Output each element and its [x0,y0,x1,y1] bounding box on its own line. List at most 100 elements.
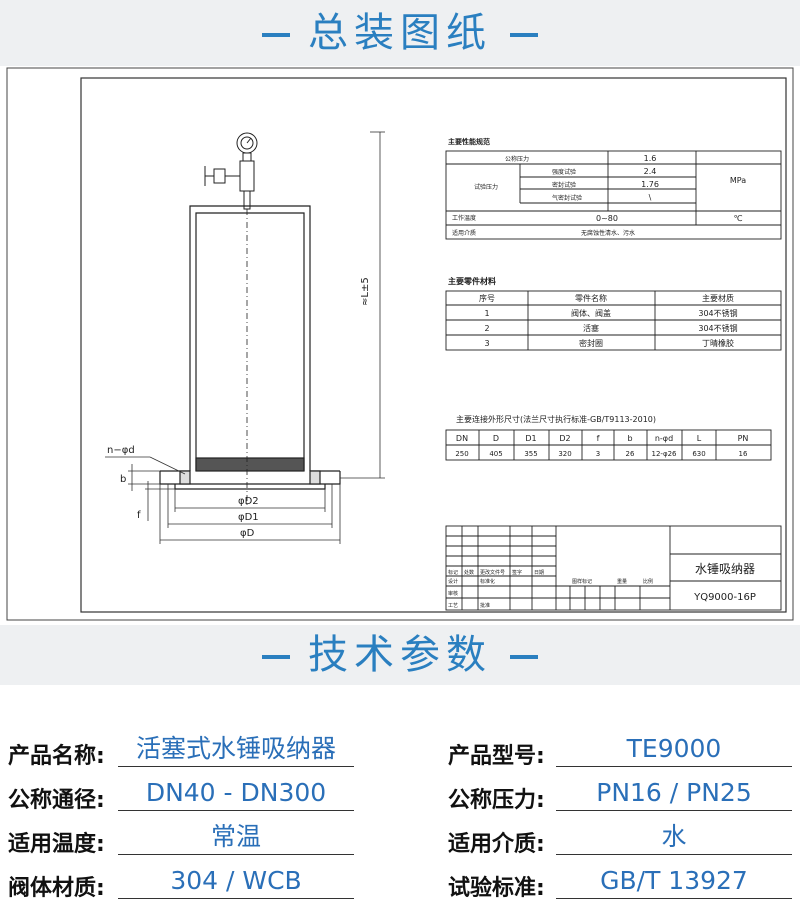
pressure-gauge-assembly [204,132,258,210]
dim-d-label: φD [240,528,255,539]
tb-cell-4: 日期 [534,570,544,576]
tb-cell-10: 图样标记 [572,578,592,585]
dim-header-1: D [493,434,499,443]
gauge-needle [246,137,252,144]
tb-cell-9: 批准 [480,602,490,609]
section-title-drawing: 总装图纸 [0,13,800,53]
dim-table-title: 主要连接外形尺寸(法兰尺寸执行标准-GB/T9113-2010) [456,414,656,424]
title-dash-right [510,655,538,659]
tb-cell-2: 更改文件号 [480,569,505,576]
valve-body [239,160,255,192]
title-dash-left [262,655,290,659]
dim-nd-label: n−φd [107,445,135,456]
param-row: 公称通径: DN40 - DN300 公称压力: PN16 / PN25 [0,774,800,818]
parts-cell-0-1: 阀体、阀盖 [571,308,611,318]
tb-cell-8: 工艺 [448,603,458,609]
param-row: 产品名称: 活塞式水锤吸纳器 产品型号: TE9000 [0,730,800,774]
spec-temp-value: 0~80 [596,214,618,223]
spec-table-border [445,150,782,240]
dimension-lines [105,131,385,544]
spec-table-title: 主要性能规范 [448,137,490,146]
tb-cell-3: 签字 [512,569,522,576]
parts-table-border [445,290,782,351]
dim-value-2: 355 [524,450,537,458]
spec-medium-value: 无腐蚀性清水、污水 [581,229,635,237]
spec-table: 主要性能规范 公称压力 1.6 强度试验 2.4 密封试验 1.76 气密封试验… [445,137,782,240]
param-label-body-material: 阀体材质: [8,876,105,901]
dim-header-8: PN [738,434,749,443]
vessel-outer-wall [189,205,311,471]
title-dash-right [510,33,538,37]
dim-l-label: ≈L±5 [360,277,371,306]
dim-header-3: D2 [559,434,570,443]
param-value-model: TE9000 [556,732,792,767]
tb-cell-12: 比例 [643,578,653,585]
inner-frame [80,77,787,613]
parts-header-0: 序号 [479,293,495,303]
dim-value-7: 630 [692,450,705,458]
param-value-nominal-diameter: DN40 - DN300 [118,776,354,811]
parts-header-2: 主要材质 [702,293,734,303]
parts-cell-0-2: 304不锈钢 [698,308,737,318]
assembly-drawing: ≈L±5 n−φd b f φD2 φD1 φD 主要性能规范 公称压力 1.6 [0,66,800,622]
param-value-body-material: 304 / WCB [118,864,354,899]
bolt-hole-right [309,470,321,485]
param-label-temperature: 适用温度: [8,832,105,857]
param-label-test-standard: 试验标准: [448,876,545,901]
dim-d2-label: φD2 [238,496,259,507]
dim-b-label: b [120,474,126,485]
parts-cell-1-2: 304不锈钢 [698,323,737,333]
spec-label-0: 公称压力 [505,155,529,163]
dim-value-3: 320 [558,450,571,458]
spec-label-3: 气密封试验 [552,194,582,202]
param-row: 阀体材质: 304 / WCB 试验标准: GB/T 13927 [0,862,800,906]
param-label-product-name: 产品名称: [8,744,105,769]
spec-value-2: 1.76 [641,180,659,189]
param-label-medium: 适用介质: [448,832,545,857]
tb-cell-6: 标准化 [480,578,495,585]
section-title-params-text: 技术参数 [308,632,492,678]
bolt-hole-left [179,470,191,485]
parts-cell-2-2: 丁晴橡胶 [702,338,734,348]
param-label-nominal-diameter: 公称通径: [8,788,105,813]
title-block-code: YQ9000-16P [693,592,756,603]
parts-cell-1-1: 活塞 [583,323,599,333]
param-value-temperature: 常温 [118,820,354,855]
param-value-test-standard: GB/T 13927 [556,864,792,899]
outer-frame [6,67,794,621]
spec-medium-label: 适用介质 [452,229,476,237]
title-block-border [445,525,782,611]
vessel-inner-wall [195,212,305,471]
spec-side-label: 试验压力 [474,183,498,191]
param-label-nominal-pressure: 公称压力: [448,788,545,813]
spec-temp-unit: ℃ [734,214,743,223]
vessel-body [159,205,341,506]
parts-header-1: 零件名称 [575,293,607,303]
parts-table-title: 主要零件材料 [448,276,496,286]
dim-f-label: f [137,510,141,521]
section-banner-drawing: 总装图纸 [0,0,800,66]
dim-header-6: n-φd [655,434,673,443]
valve-handwheel [213,168,226,184]
dim-header-4: f [597,434,600,443]
tb-cell-5: 设计 [448,578,458,585]
flange-raised-face [174,484,326,490]
piston-seal [195,457,305,472]
tech-params: 产品名称: 活塞式水锤吸纳器 产品型号: TE9000 公称通径: DN40 -… [0,690,800,917]
dim-value-1: 405 [489,450,502,458]
spec-label-1: 强度试验 [552,168,576,176]
spec-unit: MPa [730,176,746,185]
dim-value-0: 250 [455,450,468,458]
tb-cell-1: 处数 [464,569,474,576]
gauge-neck [242,152,252,162]
dim-header-5: b [627,434,632,443]
dim-header-2: D1 [525,434,536,443]
dim-value-4: 3 [596,450,600,458]
parts-cell-1-0: 2 [484,324,489,333]
flange-body [159,471,341,485]
param-row: 适用温度: 常温 适用介质: 水 [0,818,800,862]
dim-header-7: L [697,434,702,443]
dim-nd-pointer [149,456,186,475]
parts-cell-2-1: 密封圈 [579,338,603,348]
section-banner-params: 技术参数 [0,625,800,685]
